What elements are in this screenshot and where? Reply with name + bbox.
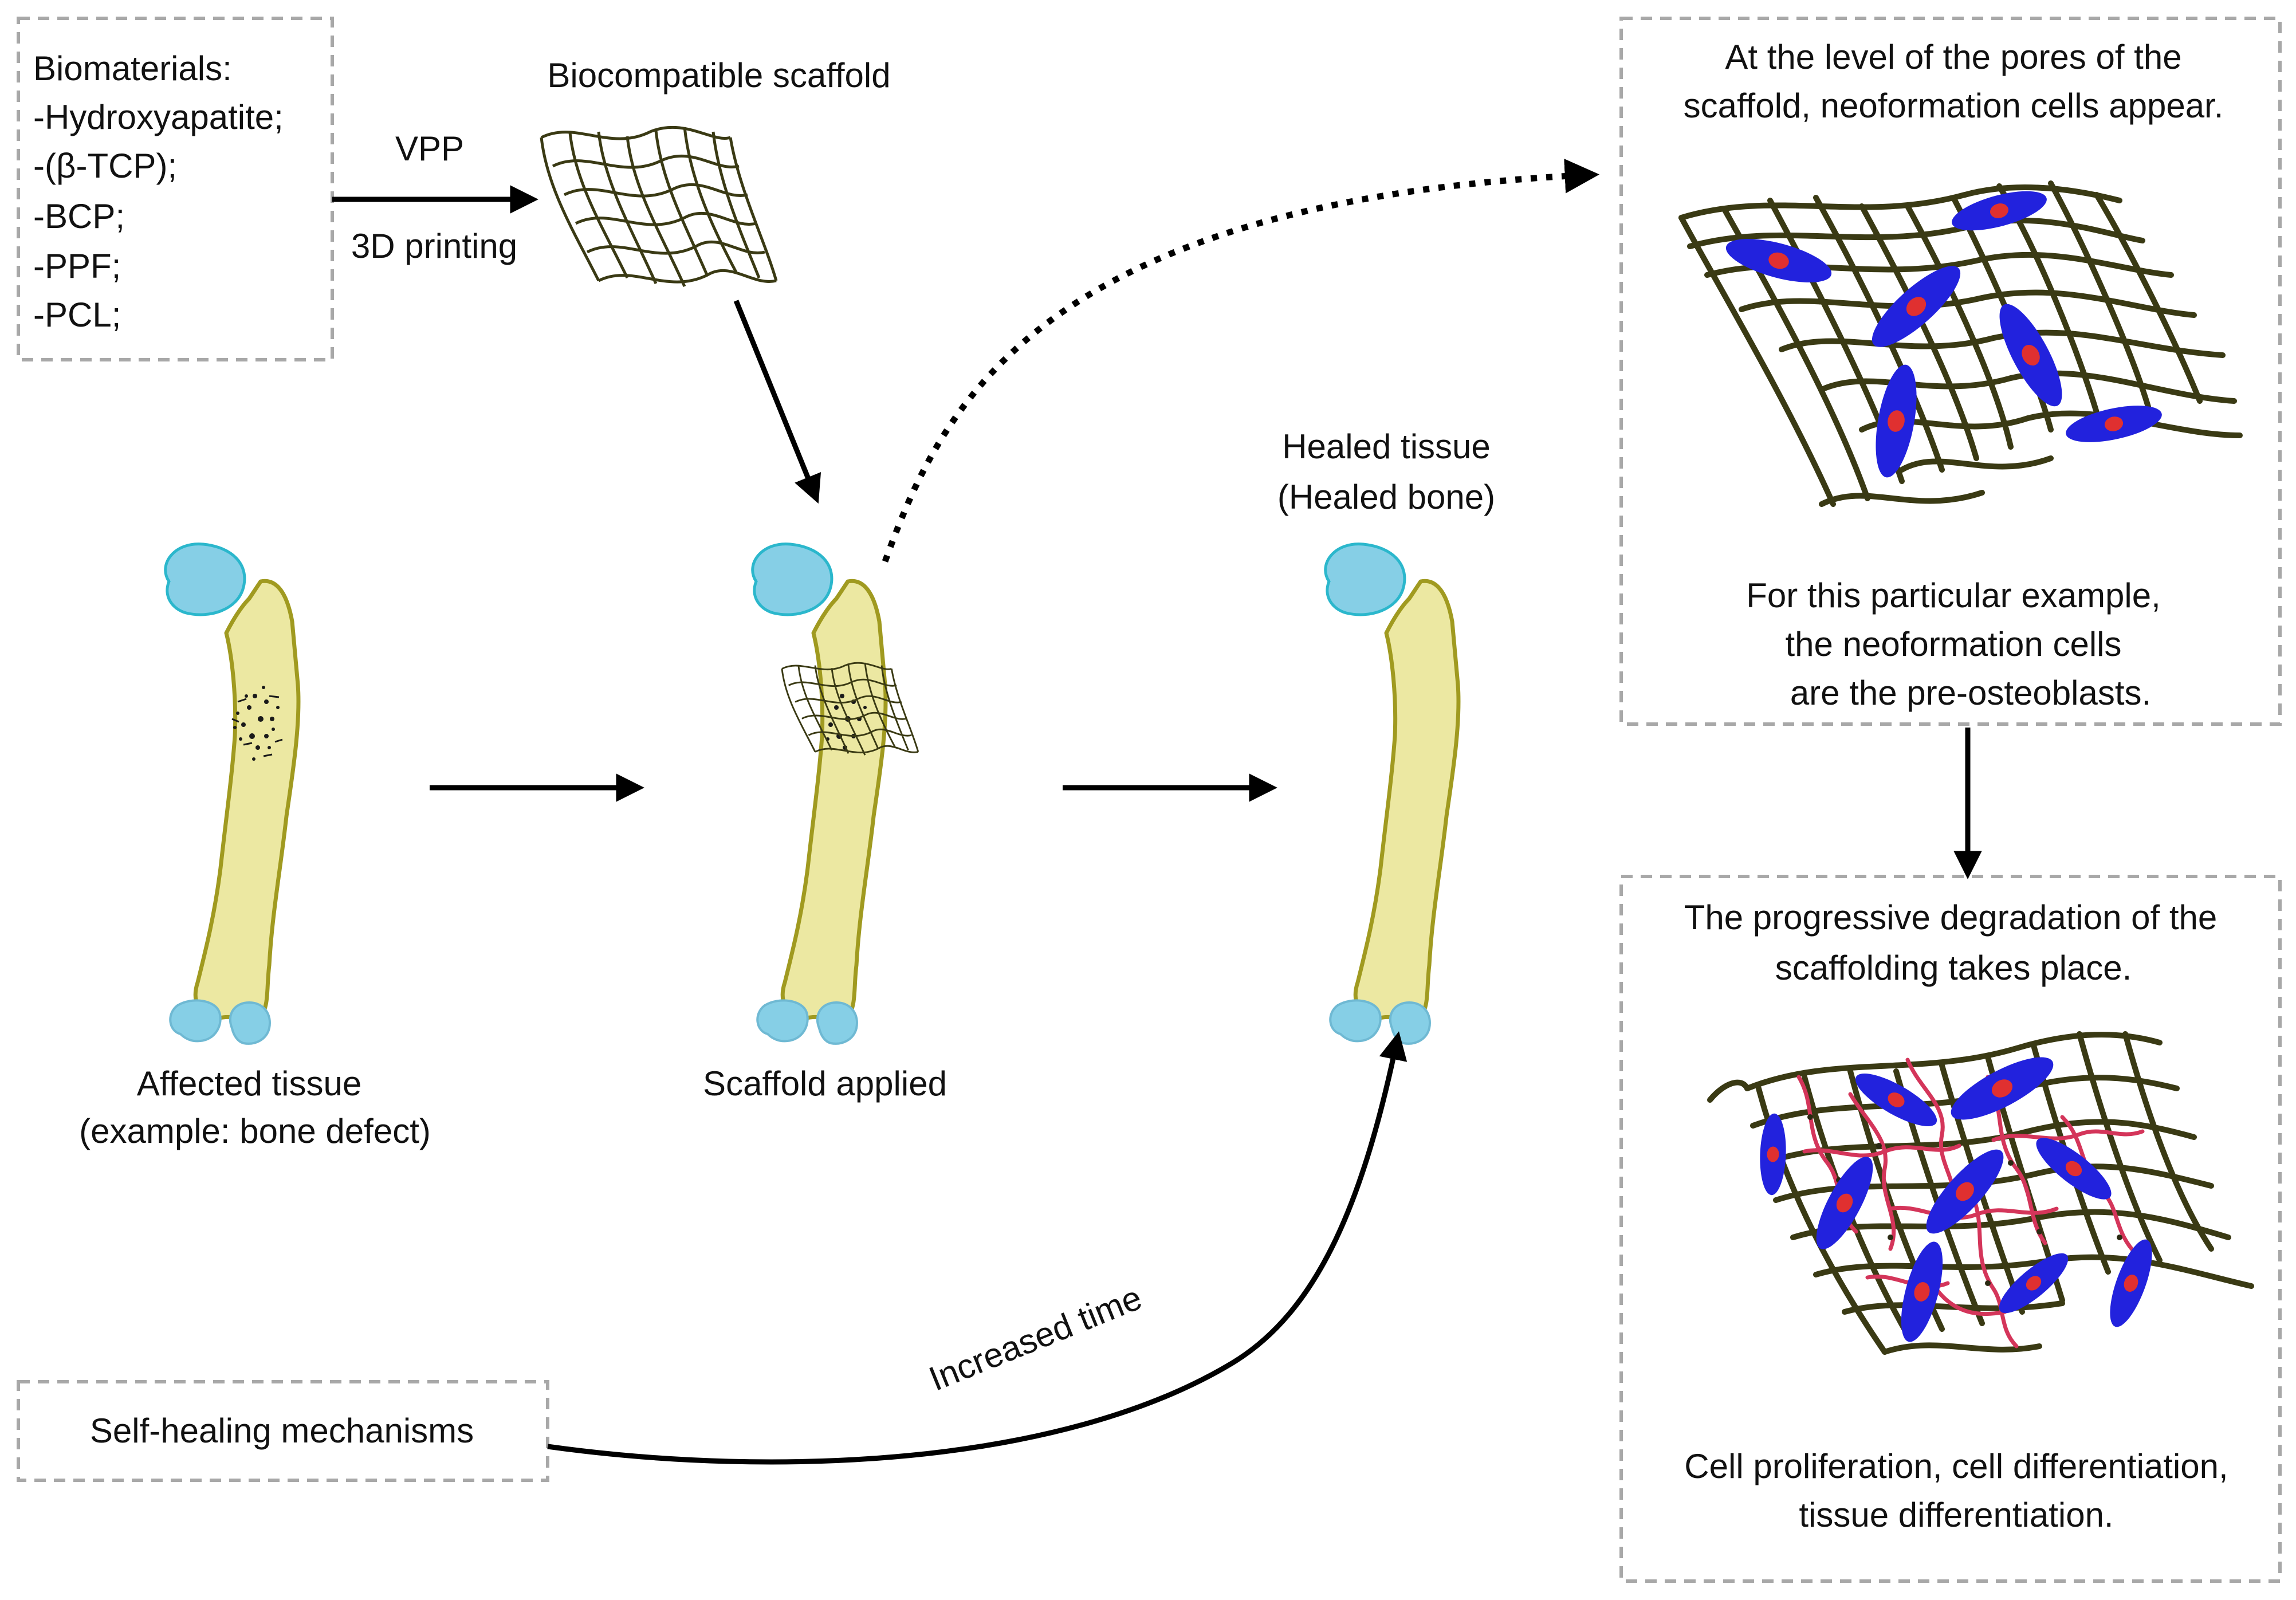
neoformation-panel bbox=[1619, 17, 2282, 726]
material-item: -BCP; bbox=[33, 197, 125, 235]
3d-printing-label: 3D printing bbox=[351, 227, 517, 265]
scaffold-with-cells-image bbox=[1678, 180, 2243, 507]
neoformation-header-line2: scaffold, neoformation cells appear. bbox=[1684, 87, 2224, 125]
healed-bone-image bbox=[1326, 544, 1458, 1044]
applied-label: Scaffold applied bbox=[703, 1064, 947, 1103]
healed-label-line1: Healed tissue bbox=[1282, 427, 1491, 466]
degradation-footer-line2: tissue differentiation. bbox=[1799, 1496, 2113, 1534]
material-item: -Hydroxyapatite; bbox=[33, 98, 284, 136]
dotted-curve-arrow bbox=[882, 159, 1600, 563]
increased-time-curve-arrow bbox=[547, 1031, 1408, 1465]
affected-bone-image bbox=[166, 544, 298, 1044]
affected-label-line1: Affected tissue bbox=[137, 1064, 361, 1103]
material-item: -PPF; bbox=[33, 247, 121, 285]
degradation-header-line1: The progressive degradation of the bbox=[1684, 898, 2218, 937]
neoformation-footer-line3: are the pre-osteoblasts. bbox=[1790, 674, 2151, 712]
neoformation-footer-line1: For this particular example, bbox=[1746, 576, 2161, 615]
scaffold-applied-bone-image bbox=[753, 544, 919, 1044]
self-healing-label: Self-healing mechanisms bbox=[90, 1412, 474, 1450]
neoformation-footer-line2: the neoformation cells bbox=[1786, 625, 2122, 663]
healed-label-line2: (Healed bone) bbox=[1277, 478, 1495, 516]
biomaterials-title: Biomaterials: bbox=[33, 49, 232, 88]
scaffold-mesh-image bbox=[541, 127, 776, 286]
increased-time-label: Increased time bbox=[923, 1278, 1147, 1398]
biomaterials-box bbox=[17, 17, 334, 361]
vpp-label: VPP bbox=[395, 129, 464, 168]
scaffold-title: Biocompatible scaffold bbox=[547, 56, 890, 95]
degradation-footer-line1: Cell proliferation, cell differentiation… bbox=[1684, 1447, 2228, 1485]
material-item: -(β-TCP); bbox=[33, 147, 177, 185]
degradation-header-line2: scaffolding takes place. bbox=[1775, 949, 2132, 987]
neoformation-header-line1: At the level of the pores of the bbox=[1725, 38, 2181, 76]
apply-arrow bbox=[733, 300, 821, 504]
material-item: -PCL; bbox=[33, 296, 121, 334]
affected-label-line2: (example: bone defect) bbox=[79, 1112, 431, 1150]
self-healing-box bbox=[17, 1380, 549, 1482]
degrading-scaffold-image bbox=[1707, 1031, 2254, 1355]
